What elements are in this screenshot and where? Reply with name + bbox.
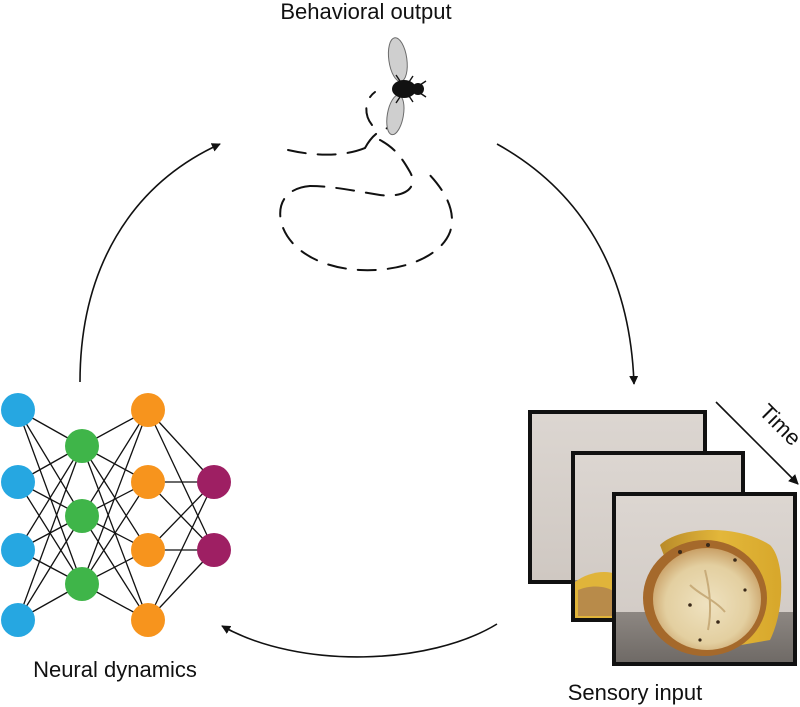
neuron-input-3 bbox=[1, 533, 35, 567]
network-edge bbox=[81, 409, 149, 585]
neuron-output-1 bbox=[197, 465, 231, 499]
network-edges bbox=[17, 409, 215, 621]
network-edge bbox=[81, 409, 149, 517]
neuron-hidden-1-2 bbox=[65, 499, 99, 533]
behavioral-output-label: Behavioral output bbox=[280, 0, 451, 24]
neuron-input-1 bbox=[1, 393, 35, 427]
fly-trajectory bbox=[279, 91, 453, 272]
neuron-output-2 bbox=[197, 533, 231, 567]
neuron-input-2 bbox=[1, 465, 35, 499]
network-edge bbox=[147, 481, 215, 621]
network-edge bbox=[17, 445, 83, 551]
network-edge bbox=[17, 409, 83, 517]
time-label: Time bbox=[754, 399, 800, 451]
arrow-behavior-to-sensory bbox=[496, 143, 639, 385]
network-edge bbox=[81, 515, 149, 621]
neuron-hidden-2-3 bbox=[131, 533, 165, 567]
neural-dynamics-label: Neural dynamics bbox=[33, 657, 197, 682]
neural-network bbox=[1, 393, 231, 637]
sensory-frames bbox=[528, 410, 797, 666]
network-edge bbox=[81, 481, 149, 585]
neuron-hidden-1-1 bbox=[65, 429, 99, 463]
network-nodes bbox=[1, 393, 231, 637]
neuron-hidden-2-1 bbox=[131, 393, 165, 427]
sensory-input-label: Sensory input bbox=[568, 680, 703, 705]
arrow-sensory-to-neural bbox=[221, 623, 498, 658]
arrow-neural-to-behavior bbox=[79, 143, 221, 383]
network-edge bbox=[147, 409, 215, 551]
network-edge bbox=[17, 515, 83, 621]
neuron-input-4 bbox=[1, 603, 35, 637]
banana-photo bbox=[612, 492, 797, 666]
neuron-hidden-2-4 bbox=[131, 603, 165, 637]
neuron-hidden-1-3 bbox=[65, 567, 99, 601]
network-edge bbox=[17, 445, 83, 621]
fly-icon bbox=[386, 37, 427, 136]
neuron-hidden-2-2 bbox=[131, 465, 165, 499]
